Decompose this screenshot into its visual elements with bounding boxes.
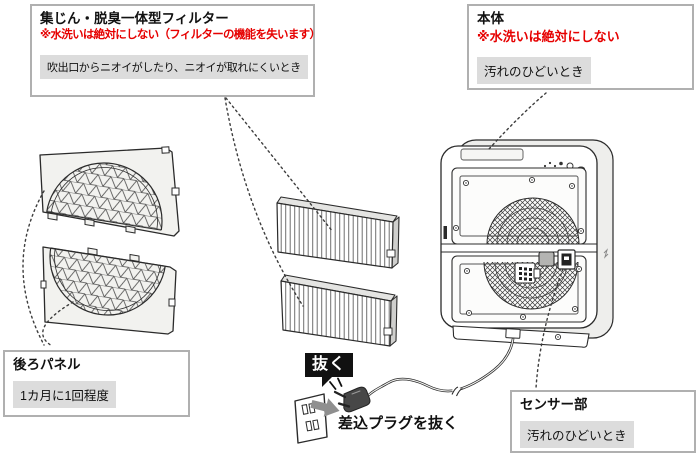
unplug-caption: 差込プラグを抜く bbox=[338, 415, 459, 432]
rear-panel-callout-condition: 1カ月に1回程度 bbox=[13, 380, 116, 408]
rear-panel-callout-title: 後ろパネル bbox=[13, 357, 81, 372]
body-callout: 本体 ※水洗いは絶対にしない 汚れのひどいとき bbox=[467, 4, 694, 90]
rear-panel-top-illustration bbox=[39, 146, 180, 237]
connector-rearpanel-top bbox=[22, 190, 45, 346]
filter-top-illustration bbox=[276, 196, 400, 269]
unplug-badge-tail-icon bbox=[322, 376, 333, 387]
unplug-arrow-icon bbox=[310, 398, 340, 417]
connector-filter-to-top-filter bbox=[225, 97, 334, 233]
outlet-illustration bbox=[294, 393, 328, 444]
rear-panel-callout: 後ろパネル 1カ月に1回程度 bbox=[3, 350, 190, 417]
filter-callout-warning: ※水洗いは絶対にしない（フィルターの機能を失います） bbox=[40, 28, 321, 41]
filter-callout: 集じん・脱臭一体型フィルター ※水洗いは絶対にしない（フィルターの機能を失います… bbox=[30, 4, 321, 97]
main-unit-illustration bbox=[365, 139, 614, 399]
body-callout-warning: ※水洗いは絶対にしない bbox=[477, 28, 620, 44]
sensor-callout: センサー部 汚れのひどいとき bbox=[510, 390, 696, 453]
power-cord-illustration bbox=[365, 337, 515, 399]
unplug-badge: 抜く bbox=[305, 353, 353, 377]
filter-bottom-illustration bbox=[280, 274, 398, 347]
connector-body-to-unit bbox=[488, 92, 547, 150]
sensor-part-illustration bbox=[514, 249, 576, 284]
filter-callout-condition: 吹出口からニオイがしたり、ニオイが取れにくいとき bbox=[40, 55, 308, 80]
connector-rearpanel-bottom bbox=[42, 301, 74, 347]
sensor-callout-title: センサー部 bbox=[520, 397, 588, 412]
power-plug-illustration bbox=[329, 377, 371, 413]
rear-panel-bottom-illustration bbox=[40, 246, 177, 335]
connector-sensor bbox=[535, 268, 564, 389]
body-callout-title: 本体 bbox=[477, 11, 504, 26]
connector-filter-to-bottom-filter bbox=[224, 97, 304, 307]
sensor-callout-condition: 汚れのひどいとき bbox=[520, 420, 634, 448]
filter-callout-title: 集じん・脱臭一体型フィルター bbox=[40, 11, 229, 26]
body-callout-condition: 汚れのひどいとき bbox=[477, 57, 591, 85]
